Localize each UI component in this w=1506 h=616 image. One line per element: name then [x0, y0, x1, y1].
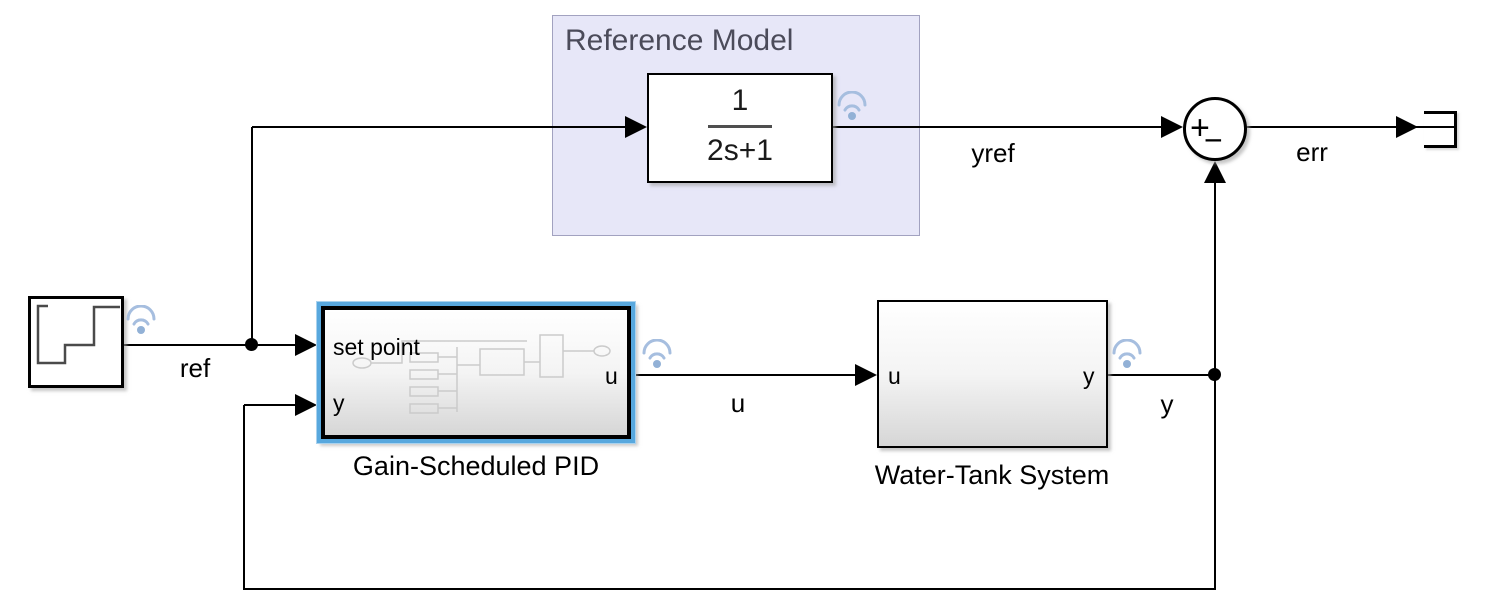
wire-ref-branch[interactable]	[251, 127, 253, 345]
arrowhead-pid-setpoint-input	[295, 334, 317, 356]
signal-editor-block[interactable]	[28, 296, 124, 388]
sum-minus-sign: −	[1204, 122, 1223, 158]
wire-tf-input[interactable]	[252, 126, 625, 128]
wire-feedback-vertical[interactable]	[1214, 181, 1216, 590]
signal-label-u[interactable]: u	[730, 388, 746, 418]
arrowhead-tank-input	[855, 364, 877, 386]
branch-dot-ref	[245, 338, 258, 351]
tank-port-y-label: y	[1083, 363, 1095, 389]
wifi-icon[interactable]	[639, 339, 675, 371]
pid-port-u-label: u	[605, 363, 618, 389]
wire-ref[interactable]	[124, 344, 295, 346]
reference-model-area-title[interactable]: Reference Model	[565, 24, 794, 57]
signal-label-y[interactable]: y	[1160, 389, 1174, 419]
wire-yref[interactable]	[831, 126, 1161, 128]
terminator-block[interactable]	[1424, 111, 1457, 148]
wire-err[interactable]	[1246, 126, 1454, 128]
transfer-fcn-block[interactable]	[647, 73, 833, 183]
transfer-fcn-denominator: 2s+1	[707, 134, 773, 167]
tank-port-u-label: u	[888, 363, 901, 389]
wire-feedback-left[interactable]	[243, 405, 245, 590]
pid-block-label[interactable]: Gain-Scheduled PID	[352, 451, 600, 481]
arrowhead-pid-y-input	[295, 394, 317, 416]
pid-block-body[interactable]	[321, 306, 631, 439]
sum-plus-sign: +	[1190, 109, 1210, 147]
staircase-step-icon	[36, 304, 120, 365]
wire-feedback-bottom[interactable]	[243, 588, 1216, 590]
arrowhead-tf-input	[625, 116, 647, 138]
gain-scheduled-pid-block[interactable]	[317, 302, 635, 443]
transfer-fcn-numerator: 1	[731, 84, 749, 117]
water-tank-block[interactable]	[877, 300, 1108, 448]
wifi-icon[interactable]	[834, 91, 870, 123]
water-tank-block-label[interactable]: Water-Tank System	[874, 460, 1110, 490]
wire-y-out[interactable]	[1106, 374, 1216, 376]
sum-block[interactable]	[1183, 97, 1247, 161]
arrowhead-sum-left-input	[1161, 116, 1183, 138]
transfer-fcn-fraction-bar	[708, 125, 772, 128]
arrowhead-terminator-input	[1396, 116, 1418, 138]
signal-label-ref[interactable]: ref	[179, 353, 211, 383]
pid-port-setpoint-label: set point	[333, 334, 420, 360]
pid-port-y-label: y	[333, 390, 345, 416]
wire-u[interactable]	[634, 374, 855, 376]
arrowhead-sum-bottom-input	[1204, 161, 1226, 183]
wifi-icon[interactable]	[1109, 339, 1145, 371]
wire-y-input[interactable]	[244, 404, 295, 406]
signal-label-yref[interactable]: yref	[971, 138, 1015, 168]
wifi-icon[interactable]	[123, 305, 159, 337]
pid-contents-preview	[352, 334, 611, 414]
branch-dot-y	[1208, 368, 1221, 381]
signal-label-err[interactable]: err	[1296, 137, 1328, 167]
